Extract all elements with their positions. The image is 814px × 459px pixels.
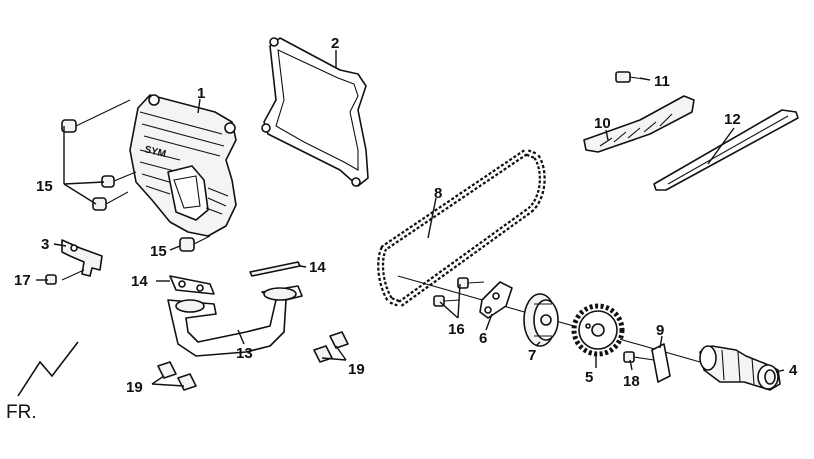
callout-14-upper: 14 [309, 259, 326, 276]
callout-9: 9 [656, 322, 664, 339]
callout-1: 1 [197, 85, 205, 102]
callout-numbers: 1 2 3 4 5 6 7 8 9 10 11 12 13 14 14 15 1… [14, 35, 798, 396]
callout-17: 17 [14, 272, 31, 289]
callout-19-right: 19 [348, 361, 365, 378]
callout-7: 7 [528, 347, 536, 364]
callout-3: 3 [41, 236, 49, 253]
plate-9 [651, 343, 671, 383]
bolt-15-set [61, 99, 211, 252]
callout-12: 12 [724, 111, 741, 128]
callout-14-lower: 14 [131, 273, 148, 290]
plate-6 [479, 281, 513, 319]
callout-5: 5 [585, 369, 593, 386]
pipe-13 [167, 285, 303, 357]
callout-19-left: 19 [126, 379, 143, 396]
callout-10: 10 [594, 115, 611, 132]
callout-18: 18 [623, 373, 640, 390]
chain-guide [653, 109, 799, 191]
tensioner-slipper [583, 95, 695, 153]
gasket-14-upper [249, 261, 301, 277]
cylinder-head-cover: SYM [129, 94, 237, 237]
callout-13: 13 [236, 345, 253, 362]
front-label: FR. [6, 402, 37, 423]
front-arrow-icon [17, 341, 79, 397]
clip-19-right [313, 331, 349, 363]
bolt-11 [615, 71, 651, 83]
callout-15-lower: 15 [150, 243, 167, 260]
bracket-3 [61, 239, 103, 277]
callout-8: 8 [434, 185, 442, 202]
callout-2: 2 [331, 35, 339, 52]
callout-16: 16 [448, 321, 465, 338]
camshaft [699, 345, 781, 391]
callout-15-left: 15 [36, 178, 53, 195]
bolt-18 [623, 351, 655, 363]
decompressor-hub [523, 293, 559, 347]
front-direction-indicator: FR. [6, 341, 79, 423]
callout-6: 6 [479, 330, 487, 347]
gasket-14-lower [169, 275, 215, 295]
bolt-17 [45, 269, 85, 285]
svg-text:SYM: SYM [143, 144, 167, 160]
callout-11: 11 [654, 73, 670, 90]
head-cover-gasket [261, 37, 369, 187]
callout-4: 4 [789, 362, 798, 379]
cam-sprocket [571, 303, 625, 357]
leader-lines [36, 50, 785, 387]
